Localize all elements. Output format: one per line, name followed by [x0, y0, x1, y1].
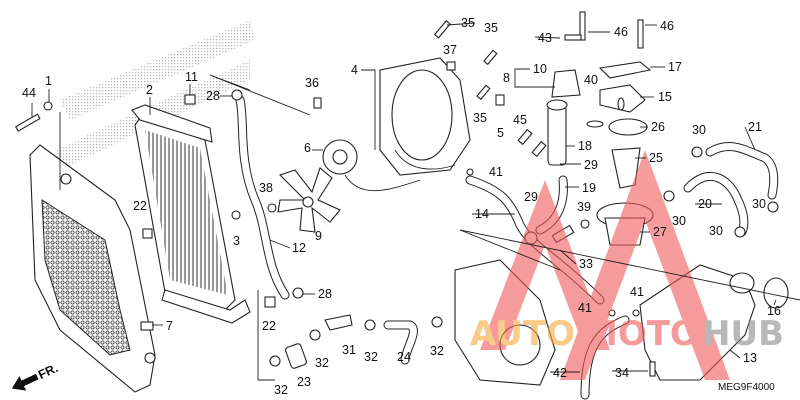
part-labels: 44 1 2 11 28 36 4 35 37 35 43 46 46 17 1… [22, 16, 781, 397]
part-label: 8 [503, 71, 510, 85]
watermark-moto: MOTO [584, 314, 699, 354]
part-label: 41 [578, 301, 592, 315]
part-label: 41 [489, 165, 503, 179]
part-label: 39 [577, 200, 591, 214]
part-label: 46 [614, 25, 628, 39]
watermark-hub: HUB [702, 314, 784, 354]
part-label: 44 [22, 86, 36, 100]
part-label: 26 [651, 120, 665, 134]
part-label: 24 [397, 350, 411, 364]
part-label: 30 [692, 123, 706, 137]
part-label: 34 [615, 366, 629, 380]
hose-12 [235, 95, 290, 300]
part-label: 41 [630, 285, 644, 299]
part-label: 15 [658, 90, 672, 104]
part-label: 5 [497, 126, 504, 140]
part-label: 33 [579, 257, 593, 271]
part-label: 6 [304, 141, 311, 155]
hose-20 [683, 171, 749, 237]
part-label: 21 [748, 120, 762, 134]
part-label: 25 [649, 151, 663, 165]
part-label: 30 [709, 224, 723, 238]
part-label: 16 [767, 304, 781, 318]
part-label: 35 [461, 16, 475, 30]
part-label: 22 [262, 319, 276, 333]
part-label: 30 [672, 214, 686, 228]
part-label: 4 [351, 63, 358, 77]
part-label: 32 [364, 350, 378, 364]
part-label: 37 [443, 43, 457, 57]
front-label: FR. [36, 361, 60, 382]
part-label: 42 [553, 366, 567, 380]
automotohub-watermark: AUTO MOTO HUB [470, 150, 784, 380]
hose-24 [383, 320, 418, 365]
part-label: 9 [315, 229, 322, 243]
part-label: 2 [146, 83, 153, 97]
fan-motor [322, 139, 421, 192]
part-label: 18 [578, 139, 592, 153]
leader-lines [31, 22, 800, 381]
part-label: 10 [533, 62, 547, 76]
radiator-shroud [29, 144, 156, 393]
part-label: 12 [292, 241, 306, 255]
part-label: 43 [538, 31, 552, 45]
part-label: 28 [206, 89, 220, 103]
part-label: 36 [305, 76, 319, 90]
part-label: 1 [45, 74, 52, 88]
part-label: 30 [752, 197, 766, 211]
part-label: 14 [475, 207, 489, 221]
part-label: 11 [185, 70, 198, 84]
part-label: 29 [584, 158, 598, 172]
diagram-code: MEG9F4000 [718, 382, 775, 393]
part-label: 32 [315, 356, 329, 370]
part-label: 32 [274, 383, 288, 397]
cooling-fan [277, 167, 341, 233]
hose-21 [705, 142, 779, 200]
radiator [131, 104, 251, 324]
part-label: 13 [743, 351, 757, 365]
fan-shroud [379, 57, 471, 176]
part-label: 19 [582, 181, 596, 195]
part-label: 32 [430, 344, 444, 358]
part-label: 17 [668, 60, 682, 74]
part-label: 35 [473, 111, 487, 125]
front-direction-arrow: FR. [11, 361, 60, 391]
part-label: 3 [233, 234, 240, 248]
part-label: 38 [259, 181, 273, 195]
part-label: 45 [513, 113, 527, 127]
part-label: 27 [653, 225, 667, 239]
part-label: 7 [166, 319, 173, 333]
part-label: 46 [660, 19, 674, 33]
part-label: 20 [698, 197, 712, 211]
part-label: 22 [133, 199, 147, 213]
part-label: 28 [318, 287, 332, 301]
part-label: 29 [524, 190, 538, 204]
part-label: 23 [297, 375, 311, 389]
watermark-auto: AUTO [470, 314, 575, 354]
part-label: 40 [584, 73, 598, 87]
part-label: 31 [342, 343, 356, 357]
part-label: 35 [484, 21, 498, 35]
